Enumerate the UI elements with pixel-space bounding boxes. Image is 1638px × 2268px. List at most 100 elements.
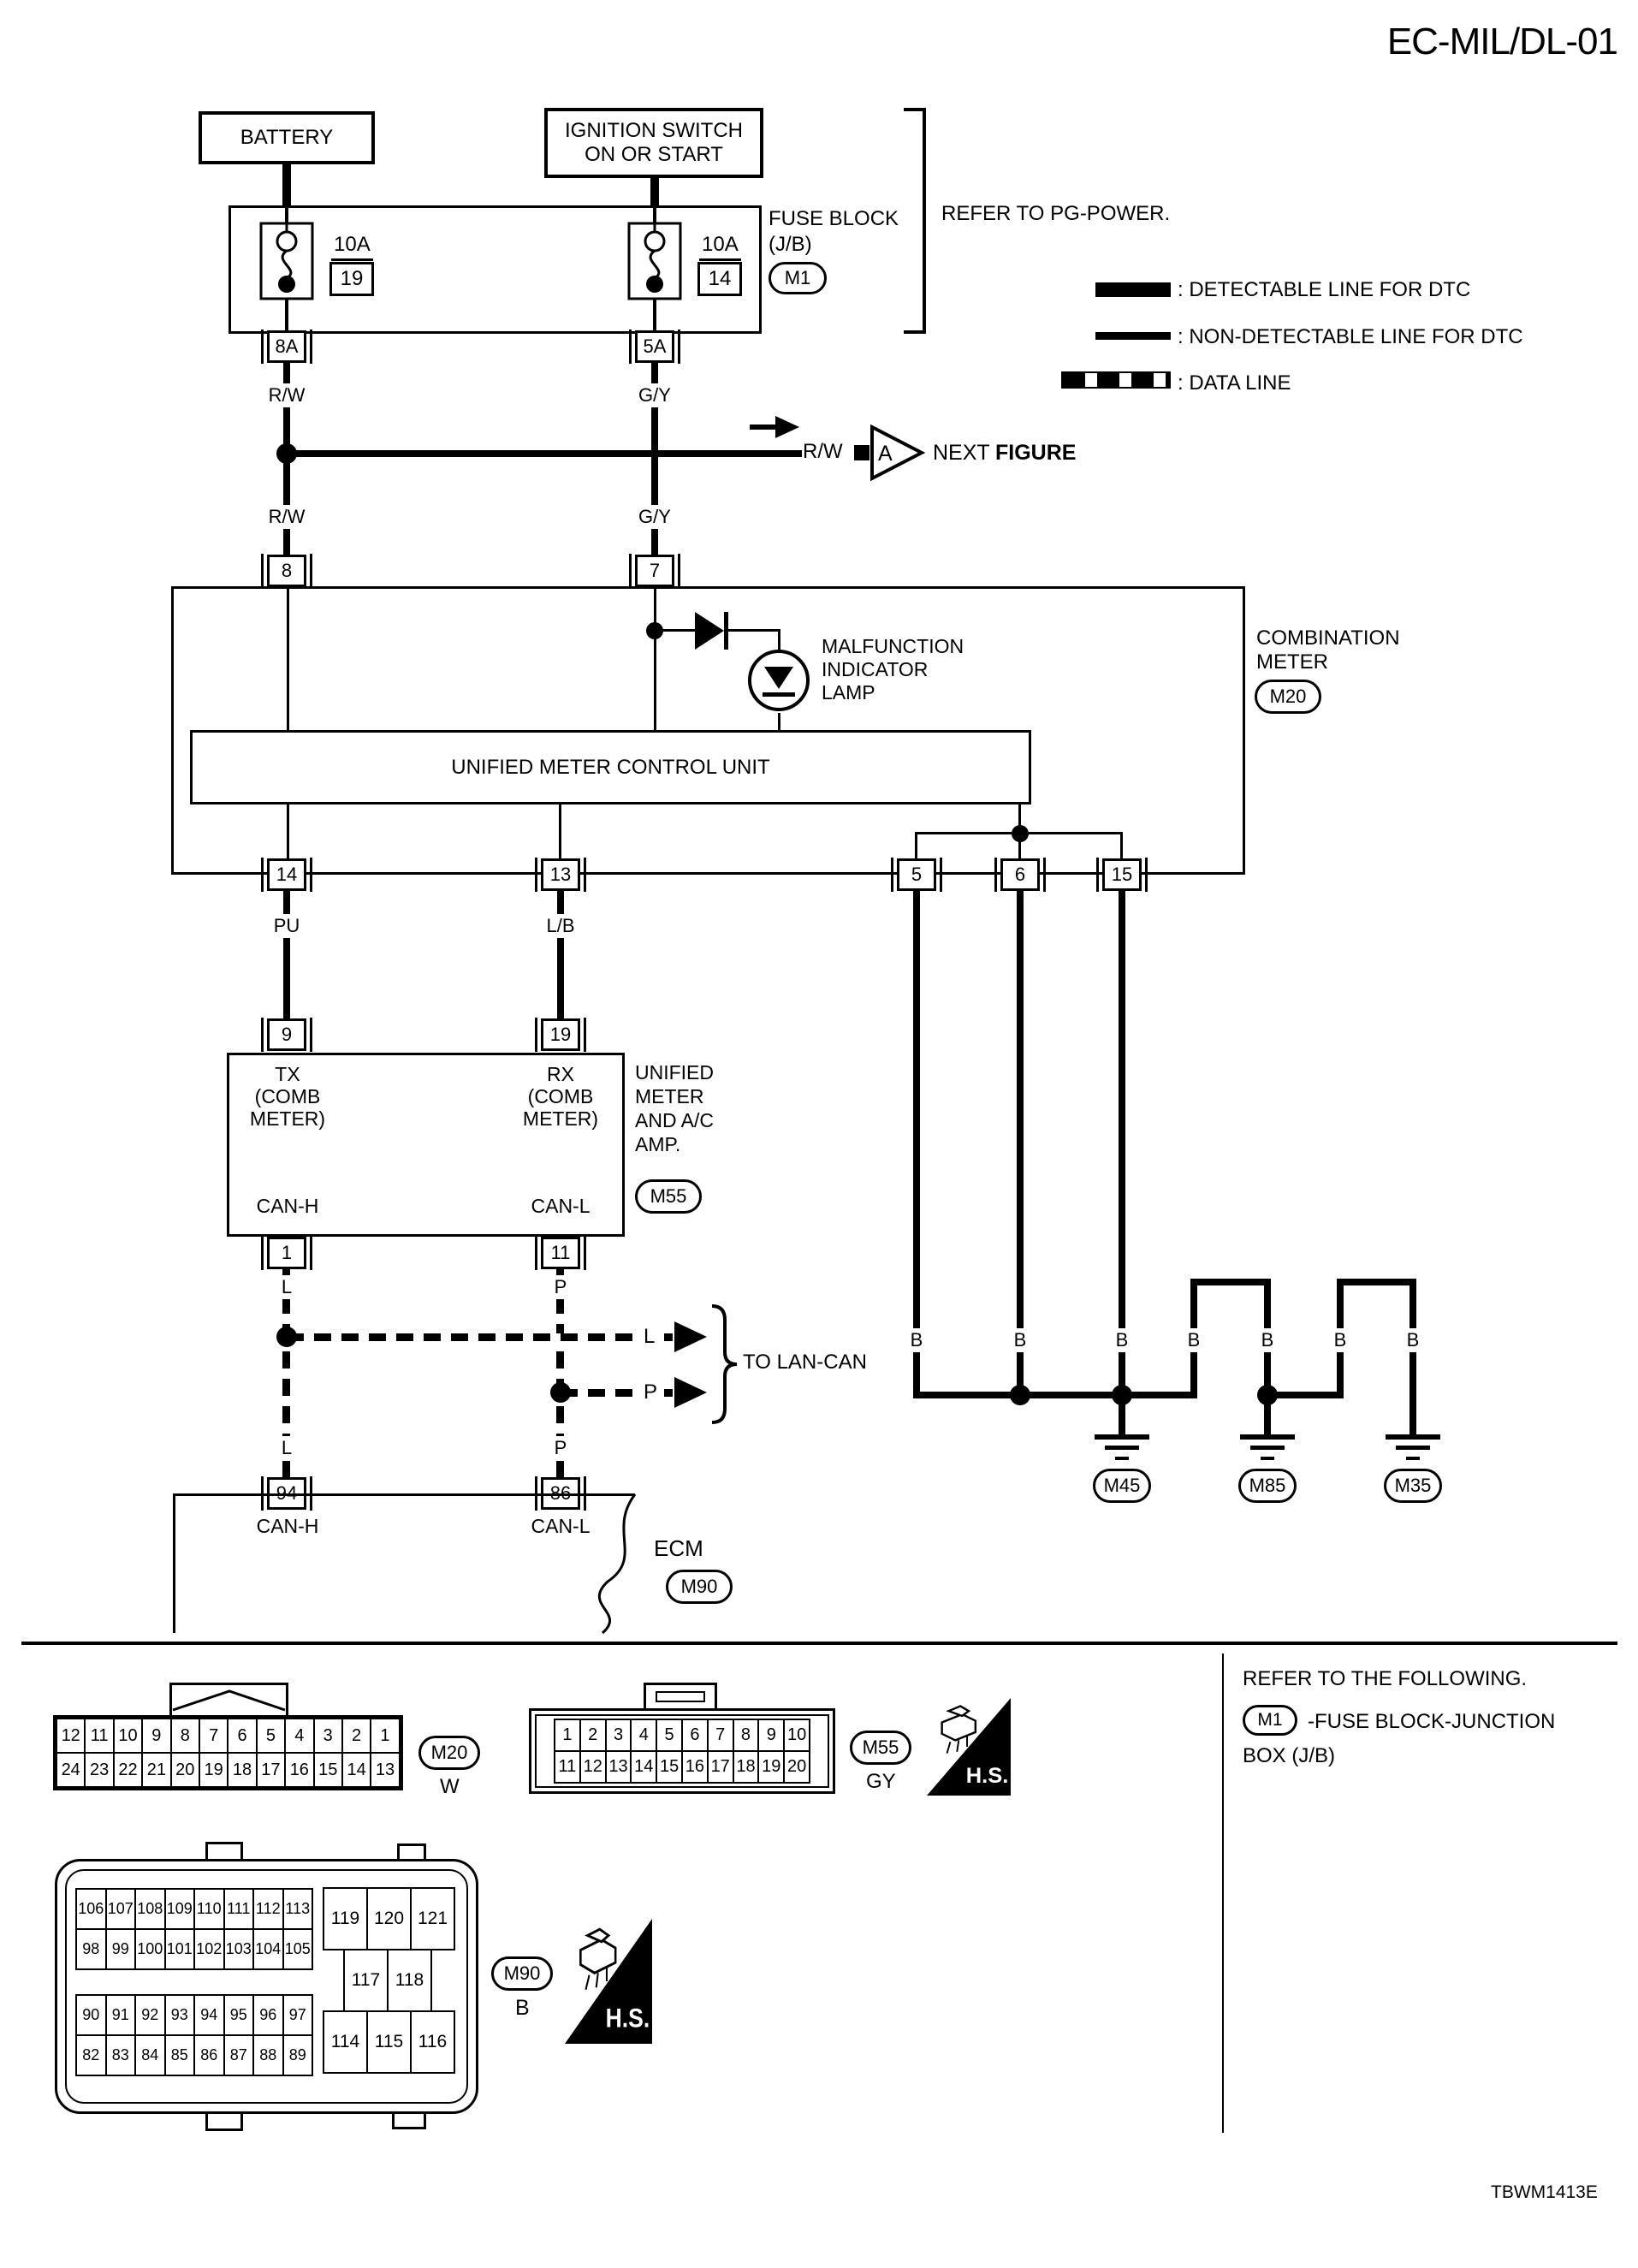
pin-88: 88 bbox=[252, 2034, 284, 2076]
pin-23: 23 bbox=[84, 1752, 115, 1788]
terminal-15-label: 15 bbox=[1111, 864, 1133, 885]
pin-112: 112 bbox=[252, 1888, 284, 1930]
wire-b-hook bbox=[1190, 1279, 1271, 1285]
pin-95: 95 bbox=[223, 1994, 254, 2036]
wire-segment bbox=[1264, 1398, 1271, 1434]
wire-label-l: L bbox=[277, 1275, 296, 1299]
ground-bus bbox=[1264, 1392, 1344, 1398]
pin-82: 82 bbox=[75, 2034, 107, 2076]
terminal-15: 15 bbox=[1096, 858, 1148, 892]
m20-code: M20 bbox=[1269, 686, 1307, 707]
footer-m1-code: M1 bbox=[1243, 1705, 1297, 1736]
section-divider bbox=[21, 1642, 1617, 1645]
pin-86: 86 bbox=[193, 2034, 225, 2076]
m90-code: M90 bbox=[680, 1576, 718, 1597]
pin-94: 94 bbox=[193, 1994, 225, 2036]
wire-label-pu: PU bbox=[270, 914, 304, 938]
pin-100: 100 bbox=[134, 1928, 166, 1970]
terminal-8-label: 8 bbox=[281, 560, 293, 581]
ecm-can-l-label: CAN-L bbox=[531, 1515, 591, 1537]
wire-b bbox=[1264, 1279, 1271, 1328]
hs-label: H.S. bbox=[606, 2004, 650, 2033]
pin-16: 16 bbox=[681, 1750, 709, 1784]
amp-name-3: AND A/C bbox=[635, 1109, 715, 1131]
pin-102: 102 bbox=[193, 1928, 225, 1970]
pin-11: 11 bbox=[84, 1718, 115, 1754]
wire-b bbox=[913, 1352, 920, 1395]
lan-p-label: P bbox=[644, 1380, 658, 1404]
pin-10: 10 bbox=[783, 1719, 810, 1752]
combination-meter-label-2: METER bbox=[1256, 650, 1328, 674]
to-lan-can-label: TO LAN-CAN bbox=[743, 1351, 867, 1374]
pin-85: 85 bbox=[163, 2034, 195, 2076]
pin-24: 24 bbox=[56, 1752, 86, 1788]
terminal-86-label: 86 bbox=[550, 1482, 571, 1505]
m90-connector-inner bbox=[65, 1869, 468, 2104]
m55-view-label: M55 bbox=[862, 1737, 899, 1758]
wire-segment bbox=[728, 629, 780, 632]
terminal-11-label: 11 bbox=[550, 1242, 571, 1263]
connector-code-m90: M90 bbox=[666, 1570, 733, 1604]
pin-89: 89 bbox=[282, 2034, 313, 2076]
legend-detectable-label: : DETECTABLE LINE FOR DTC bbox=[1178, 278, 1471, 301]
wire-segment bbox=[778, 713, 780, 730]
wire-b bbox=[1119, 891, 1125, 1328]
lan-arrow-icon bbox=[674, 1321, 707, 1352]
rx-label-3: METER) bbox=[522, 1107, 599, 1130]
pin-84: 84 bbox=[134, 2034, 166, 2076]
terminal-13: 13 bbox=[535, 858, 586, 892]
pin-6: 6 bbox=[227, 1718, 258, 1754]
footer-m1-label: M1 bbox=[1257, 1710, 1283, 1730]
legend-non-detectable-label: : NON-DETECTABLE LINE FOR DTC bbox=[1178, 325, 1523, 348]
pin-113: 113 bbox=[282, 1888, 313, 1930]
terminal-6: 6 bbox=[994, 858, 1046, 892]
wire-b bbox=[1337, 1352, 1344, 1398]
control-unit-label: UNIFIED METER CONTROL UNIT bbox=[451, 755, 770, 779]
legend-detectable-bar bbox=[1095, 282, 1171, 297]
brace-icon bbox=[711, 1304, 738, 1424]
wire-segment bbox=[655, 629, 695, 632]
next-figure-text: NEXT bbox=[933, 441, 990, 465]
wire-segment bbox=[650, 178, 659, 205]
amp-name-1: UNIFIED bbox=[635, 1061, 714, 1084]
terminal-1: 1 bbox=[261, 1236, 312, 1270]
lan-arrow-icon bbox=[674, 1377, 707, 1408]
pin-4: 4 bbox=[630, 1719, 658, 1752]
pin-104: 104 bbox=[252, 1928, 284, 1970]
mil-label-3: LAMP bbox=[822, 681, 875, 704]
m20-color: W bbox=[440, 1775, 460, 1798]
pin-97: 97 bbox=[282, 1994, 313, 2036]
terminal-5-label: 5 bbox=[911, 864, 923, 885]
ground-code-m35: M35 bbox=[1384, 1469, 1442, 1503]
connector-code-m1: M1 bbox=[769, 262, 827, 294]
pin-7: 7 bbox=[706, 1719, 734, 1752]
terminal-8: 8 bbox=[261, 554, 312, 588]
pin-21: 21 bbox=[141, 1752, 172, 1788]
terminal-94-label: 94 bbox=[276, 1482, 297, 1505]
pin-2: 2 bbox=[341, 1718, 372, 1754]
rx-label-2: (COMB bbox=[527, 1085, 594, 1107]
figure-marker-letter: A bbox=[878, 442, 893, 466]
pin-114: 114 bbox=[323, 2010, 368, 2074]
m55-color: GY bbox=[866, 1770, 896, 1793]
pin-109: 109 bbox=[163, 1888, 195, 1930]
wire-b bbox=[1190, 1279, 1197, 1328]
fuse-icon bbox=[627, 222, 682, 300]
wire-segment bbox=[654, 587, 656, 730]
wire-b bbox=[1190, 1352, 1197, 1398]
battery-label: BATTERY bbox=[240, 126, 334, 149]
pin-96: 96 bbox=[252, 1994, 284, 2036]
footer-text-1: -FUSE BLOCK-JUNCTION bbox=[1308, 1710, 1556, 1733]
ecm-wavy-edge bbox=[597, 1493, 637, 1635]
junction-dot bbox=[550, 1382, 571, 1403]
footer-refer: REFER TO THE FOLLOWING. bbox=[1243, 1667, 1528, 1690]
pin-83: 83 bbox=[104, 2034, 136, 2076]
m35-code: M35 bbox=[1394, 1475, 1432, 1496]
pin-108: 108 bbox=[134, 1888, 166, 1930]
pin-92: 92 bbox=[134, 1994, 166, 2036]
doc-code: TBWM1413E bbox=[1491, 2182, 1598, 2202]
